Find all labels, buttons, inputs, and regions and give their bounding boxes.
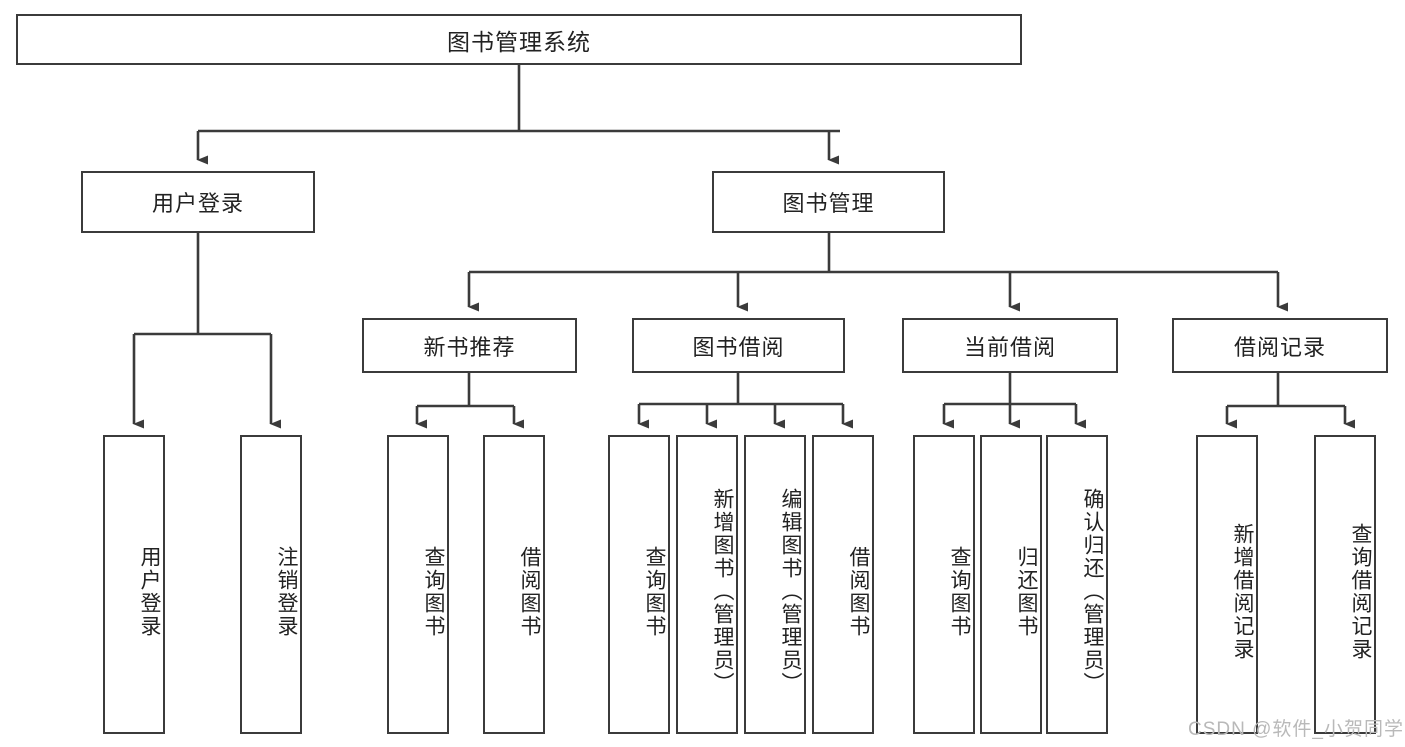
leaf-borrow-record-add-record[interactable]: 新增借阅记录	[1196, 435, 1258, 734]
leaf-current-borrow-confirm-return[interactable]: 确认归还（管理员）	[1046, 435, 1108, 734]
node-label: 新增图书（管理员）	[711, 488, 734, 695]
node-label: 借阅图书	[518, 545, 541, 638]
node-label: 借阅图书	[847, 545, 870, 638]
node-label: 查询图书	[948, 545, 971, 638]
node-label: 查询图书	[422, 545, 445, 638]
leaf-book-borrow-borrow-book[interactable]: 借阅图书	[812, 435, 874, 734]
node-user-login[interactable]: 用户登录	[81, 171, 315, 233]
node-label: 用户登录	[151, 191, 244, 216]
node-borrow-record[interactable]: 借阅记录	[1172, 318, 1388, 373]
leaf-book-borrow-edit-book[interactable]: 编辑图书（管理员）	[744, 435, 806, 734]
node-label: 图书管理	[782, 191, 875, 216]
node-book-borrow[interactable]: 图书借阅	[632, 318, 845, 373]
node-label: 借阅记录	[1233, 334, 1326, 360]
leaf-borrow-record-query-record[interactable]: 查询借阅记录	[1314, 435, 1376, 734]
leaf-book-borrow-add-book[interactable]: 新增图书（管理员）	[676, 435, 738, 734]
node-label: 查询图书	[643, 545, 666, 638]
node-book-management[interactable]: 图书管理	[712, 171, 945, 233]
node-label: 当前借阅	[963, 334, 1056, 360]
node-new-book-recommend[interactable]: 新书推荐	[362, 318, 577, 373]
node-current-borrow[interactable]: 当前借阅	[902, 318, 1118, 373]
node-label: 新增借阅记录	[1231, 522, 1254, 661]
leaf-current-borrow-return-book[interactable]: 归还图书	[980, 435, 1042, 734]
csdn-watermark: CSDN @软件_小贺同学	[1188, 719, 1404, 740]
node-label: 查询借阅记录	[1349, 522, 1372, 661]
leaf-new-book-query-book[interactable]: 查询图书	[387, 435, 449, 734]
leaf-user-login-login[interactable]: 用户登录	[103, 435, 165, 734]
node-label: 编辑图书（管理员）	[779, 488, 802, 695]
leaf-book-borrow-query-book[interactable]: 查询图书	[608, 435, 670, 734]
leaf-current-borrow-query-book[interactable]: 查询图书	[913, 435, 975, 734]
node-label: 用户登录	[138, 545, 161, 638]
node-root-system[interactable]: 图书管理系统	[16, 14, 1022, 65]
leaf-user-login-logout[interactable]: 注销登录	[240, 435, 302, 734]
node-label: 新书推荐	[423, 334, 516, 360]
leaf-new-book-borrow-book[interactable]: 借阅图书	[483, 435, 545, 734]
node-label: 图书借阅	[692, 334, 785, 360]
node-label: 归还图书	[1015, 545, 1038, 638]
node-label: 确认归还（管理员）	[1081, 488, 1104, 695]
node-label: 注销登录	[275, 545, 298, 638]
node-label: 图书管理系统	[447, 28, 591, 55]
